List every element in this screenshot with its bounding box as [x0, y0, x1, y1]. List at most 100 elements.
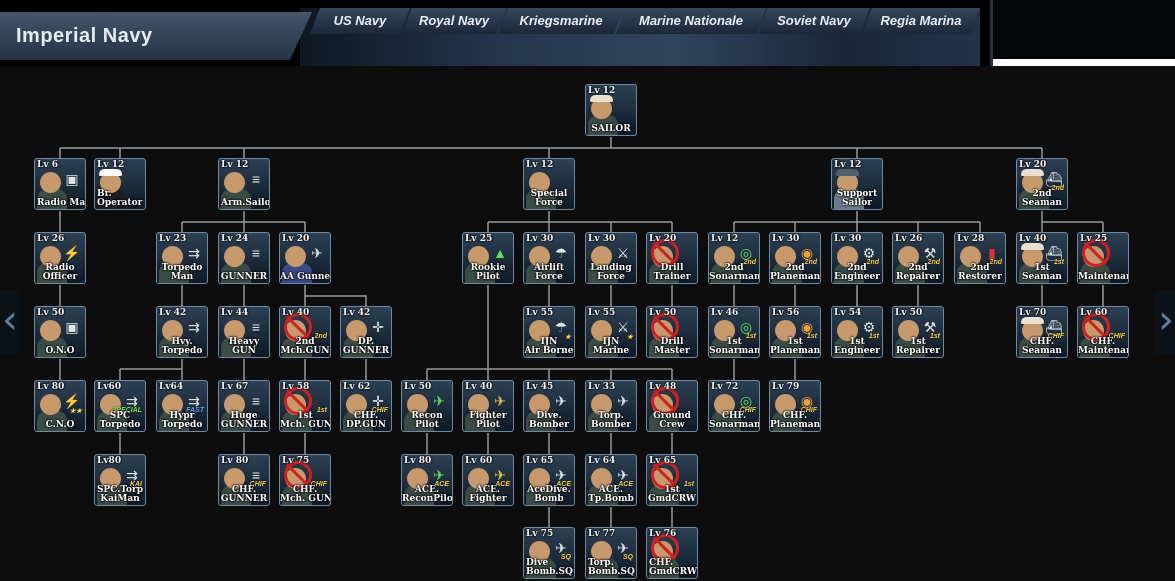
node-maintenance[interactable]: Lv 25Maintenance [1077, 232, 1129, 284]
portrait [711, 411, 741, 431]
tab-regia-marina[interactable]: Regia Marina [862, 8, 980, 34]
scroll-right-button[interactable]: › [1155, 290, 1175, 354]
face [1022, 246, 1043, 267]
tab-kriegsmarine[interactable]: Kriegsmarine [498, 8, 624, 34]
scroll-left-button[interactable]: ‹ [0, 290, 20, 354]
radio-icon: ▣ [65, 171, 79, 187]
tab-soviet-navy[interactable]: Soviet Navy [758, 8, 870, 34]
node-name: CHF. Planeman [770, 411, 821, 430]
forbidden-icon [284, 387, 312, 415]
rank-badge: CHIF [310, 481, 327, 488]
rank-badge: 1st [745, 333, 756, 340]
portrait [957, 263, 987, 283]
portrait [404, 411, 434, 431]
portrait [649, 411, 679, 431]
node-level: Lv 42 [343, 308, 371, 318]
node-level: Lv 12 [711, 234, 739, 244]
tab-marine-nationale[interactable]: Marine Nationale [616, 8, 766, 34]
rank-badge: 1st [868, 333, 879, 340]
node-dp-gunner[interactable]: ✛Lv 42 DP. GUNNER [340, 306, 392, 358]
node-name: Maintenance [1078, 272, 1128, 282]
portrait [526, 337, 556, 357]
node-name: IJN Marine [592, 337, 630, 356]
node-name: DP. GUNNER [342, 337, 390, 356]
face [529, 172, 550, 193]
node-level: Lv 25 [465, 234, 493, 244]
sailor-portrait [588, 115, 618, 135]
node-name: Arm.Sailor [221, 198, 270, 208]
plane-icon: ✈ [617, 467, 629, 483]
portrait [221, 337, 251, 357]
node-level: Lv 54 [834, 308, 862, 318]
node-name: 2nd Planeman [770, 263, 821, 282]
portrait [221, 189, 251, 209]
tab-royal-navy[interactable]: Royal Navy [402, 8, 506, 34]
node-name: CHF. Mch. GUN [280, 485, 331, 504]
rank-badge: 2nd [927, 259, 940, 266]
kai-badge: KAI [129, 481, 142, 488]
bomb-icon: ✈ [555, 540, 567, 556]
portrait [526, 558, 556, 578]
gun-icon: ✛ [372, 319, 384, 335]
tab-us-navy[interactable]: US Navy [310, 8, 410, 34]
